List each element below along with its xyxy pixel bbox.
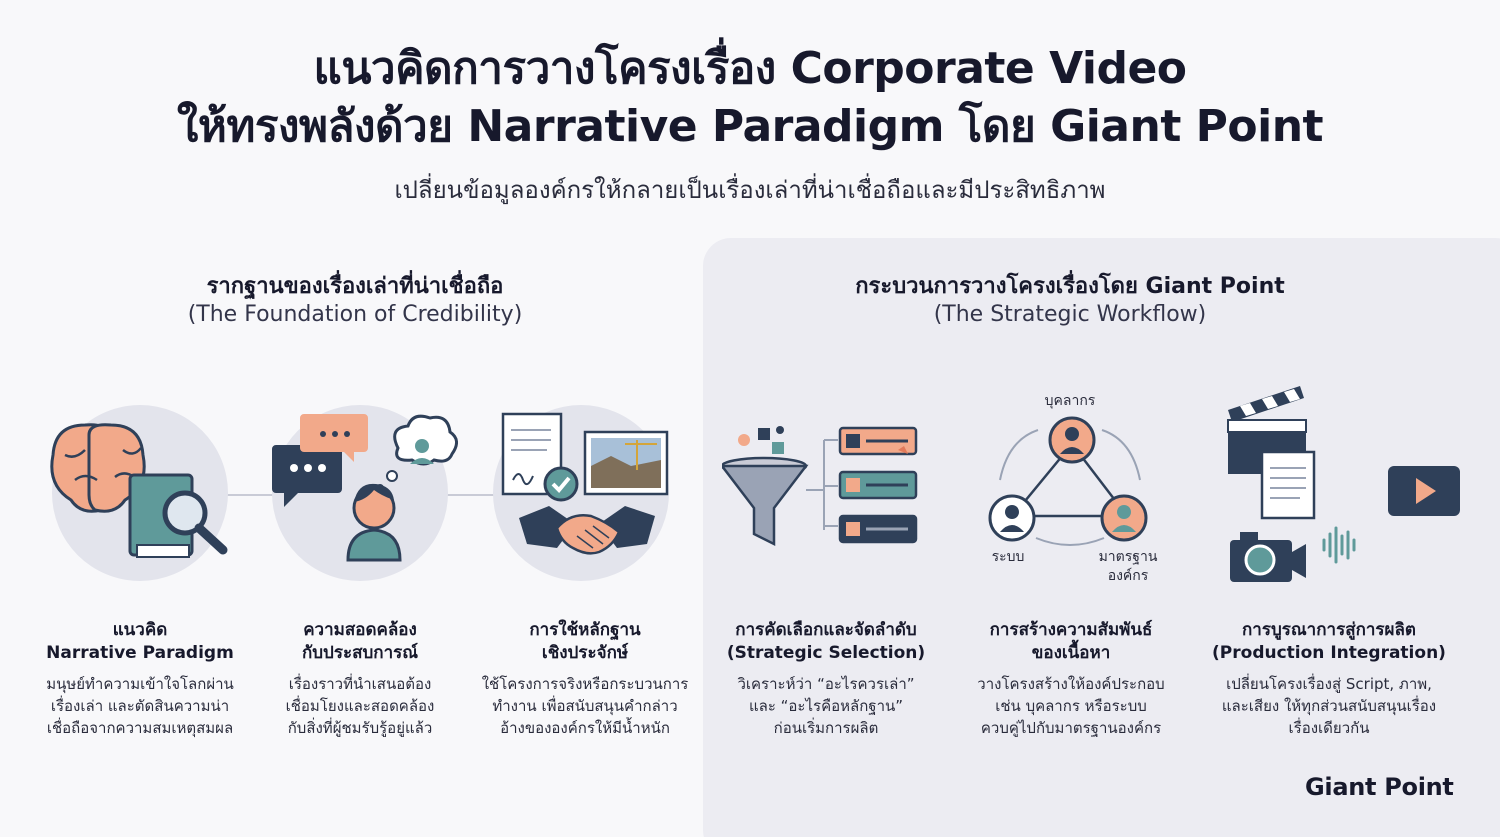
- desc-line: เช่น บุคลากร หรือระบบ: [995, 697, 1147, 715]
- card-title: (Strategic Selection): [726, 643, 926, 663]
- desc-line: และ “อะไรคือหลักฐาน”: [748, 697, 904, 715]
- card-title: กับประสบการณ์: [301, 643, 419, 663]
- card-title: Narrative Paradigm: [46, 643, 234, 663]
- card-description: วิเคราะห์ว่า “อะไรควรเล่า” และ “อะไรคือห…: [706, 673, 946, 739]
- card-title: แนวคิด: [112, 620, 168, 640]
- workflow-title: กระบวนการวางโครงเรื่องโดย Giant Point: [855, 274, 1285, 299]
- main-title-line1: แนวคิดการวางโครงเรื่อง Corporate Video: [313, 43, 1187, 94]
- label-line: มาตรฐาน: [1098, 549, 1158, 565]
- desc-line: เรื่องเล่า และตัดสินความน่า: [50, 697, 230, 715]
- main-subtitle: เปลี่ยนข้อมูลองค์กรให้กลายเป็นเรื่องเล่า…: [394, 176, 1106, 204]
- card-title: การสร้างความสัมพันธ์: [989, 620, 1153, 640]
- card-description: เปลี่ยนโครงเรื่องสู่ Script, ภาพ, และเสี…: [1196, 673, 1462, 739]
- connector-line: [446, 494, 496, 496]
- production-clapper-camera-icon: [1227, 386, 1460, 582]
- card-description: วางโครงสร้างให้องค์ประกอบ เช่น บุคลากร ห…: [946, 673, 1196, 739]
- label-line: องค์กร: [1107, 568, 1149, 584]
- card-title: การใช้หลักฐาน: [529, 620, 641, 640]
- person-speech-bubbles-icon: [272, 414, 458, 562]
- card-title: การคัดเลือกและจัดลำดับ: [735, 620, 917, 640]
- brain-book-magnifier-icon: [50, 423, 228, 558]
- desc-line: มนุษย์ทำความเข้าใจโลกผ่าน: [46, 675, 234, 693]
- workflow-panel: [703, 238, 1500, 837]
- card-title: เชิงประจักษ์: [541, 643, 629, 663]
- desc-line: ทำงาน เพื่อสนับสนุนคำกล่าว: [492, 697, 678, 715]
- foundation-subtitle: (The Foundation of Credibility): [187, 302, 523, 327]
- triangle-label-left: ระบบ: [991, 549, 1025, 565]
- triangle-label-right: มาตรฐาน องค์กร: [1088, 548, 1168, 586]
- triangle-label-top: บุคลากร: [1044, 393, 1096, 409]
- desc-line: วิเคราะห์ว่า “อะไรควรเล่า”: [737, 675, 915, 693]
- desc-line: และเสียง ให้ทุกส่วนสนับสนุนเรื่อง: [1221, 697, 1437, 715]
- card-title: ความสอดคล้อง: [303, 620, 417, 640]
- funnel-list-icon: [722, 426, 918, 547]
- card-description: ใช้โครงการจริงหรือกระบวนการ ทำงาน เพื่อส…: [465, 673, 705, 739]
- connector-line: [226, 494, 276, 496]
- desc-line: ใช้โครงการจริงหรือกระบวนการ: [481, 675, 689, 693]
- card-title: (Production Integration): [1212, 643, 1446, 663]
- desc-line: วางโครงสร้างให้องค์ประกอบ: [977, 675, 1165, 693]
- main-title-line2: ให้ทรงพลังด้วย Narrative Paradigm โดย Gi…: [176, 101, 1324, 152]
- brand-logo-text: Giant Point: [1305, 773, 1454, 801]
- desc-line: เรื่องเดียวกัน: [1288, 719, 1370, 737]
- desc-line: กับสิ่งที่ผู้ชมรับรู้อยู่แล้ว: [287, 719, 433, 737]
- card-title: ของเนื้อหา: [1031, 643, 1111, 663]
- desc-line: เชื่อถือจากความสมเหตุสมผล: [46, 719, 234, 737]
- desc-line: ควบคู่ไปกับมาตรฐานองค์กร: [980, 719, 1162, 737]
- card-description: เรื่องราวที่นำเสนอต้อง เชื่อมโยงและสอดคล…: [240, 673, 480, 739]
- handshake-documents-icon: [501, 412, 669, 555]
- card-title: การบูรณาการสู่การผลิต: [1242, 620, 1416, 640]
- desc-line: เชื่อมโยงและสอดคล้อง: [285, 697, 435, 715]
- desc-line: อ้างขององค์กรให้มีน้ำหนัก: [500, 719, 670, 737]
- workflow-subtitle: (The Strategic Workflow): [933, 302, 1207, 327]
- desc-line: เปลี่ยนโครงเรื่องสู่ Script, ภาพ,: [1226, 675, 1432, 693]
- people-triangle-icon: [988, 416, 1148, 546]
- desc-line: เรื่องราวที่นำเสนอต้อง: [288, 675, 432, 693]
- foundation-title: รากฐานของเรื่องเล่าที่น่าเชื่อถือ: [206, 274, 504, 299]
- desc-line: ก่อนเริ่มการผลิต: [773, 719, 879, 737]
- card-description: มนุษย์ทำความเข้าใจโลกผ่าน เรื่องเล่า และ…: [20, 673, 260, 739]
